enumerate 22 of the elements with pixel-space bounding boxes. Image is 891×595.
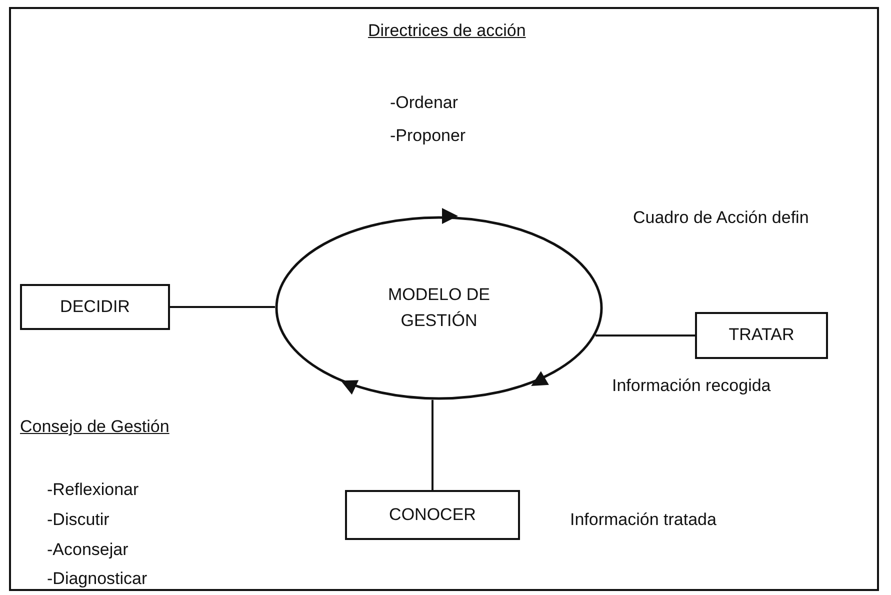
list-item: -Aconsejar: [47, 540, 128, 560]
annotation-text: Cuadro de Acción defin: [633, 208, 809, 228]
heading: Directrices de acción: [368, 21, 526, 41]
process-box: [345, 490, 520, 540]
list-item: -Reflexionar: [47, 480, 139, 500]
annotation-text: Información recogida: [612, 376, 771, 396]
connector-line: [596, 334, 695, 336]
list-item: -Discutir: [47, 510, 110, 530]
node-label: MODELO DE GESTIÓN: [386, 284, 492, 332]
heading: Consejo de Gestión: [20, 417, 170, 437]
list-item: -Ordenar: [390, 93, 458, 113]
connector-line: [432, 400, 434, 490]
process-box: [20, 284, 170, 330]
annotation-text: Información tratada: [570, 510, 716, 530]
process-box: [695, 312, 828, 359]
process-ellipse: [275, 216, 603, 400]
node-label: DECIDIR: [60, 296, 130, 318]
list-item: -Proponer: [390, 126, 466, 146]
connector-line: [170, 306, 275, 308]
list-item: -Diagnosticar: [47, 569, 148, 589]
node-label: CONOCER: [389, 504, 476, 526]
node-label: TRATAR: [728, 324, 794, 346]
